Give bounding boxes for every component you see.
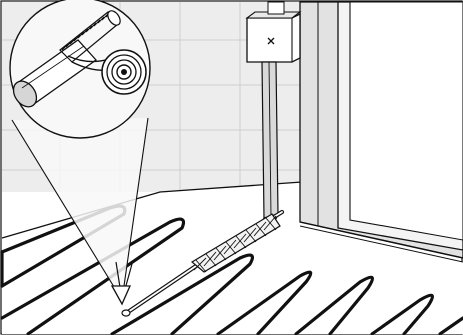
cable-end-cap (122, 310, 130, 316)
door-frame (300, 2, 463, 262)
